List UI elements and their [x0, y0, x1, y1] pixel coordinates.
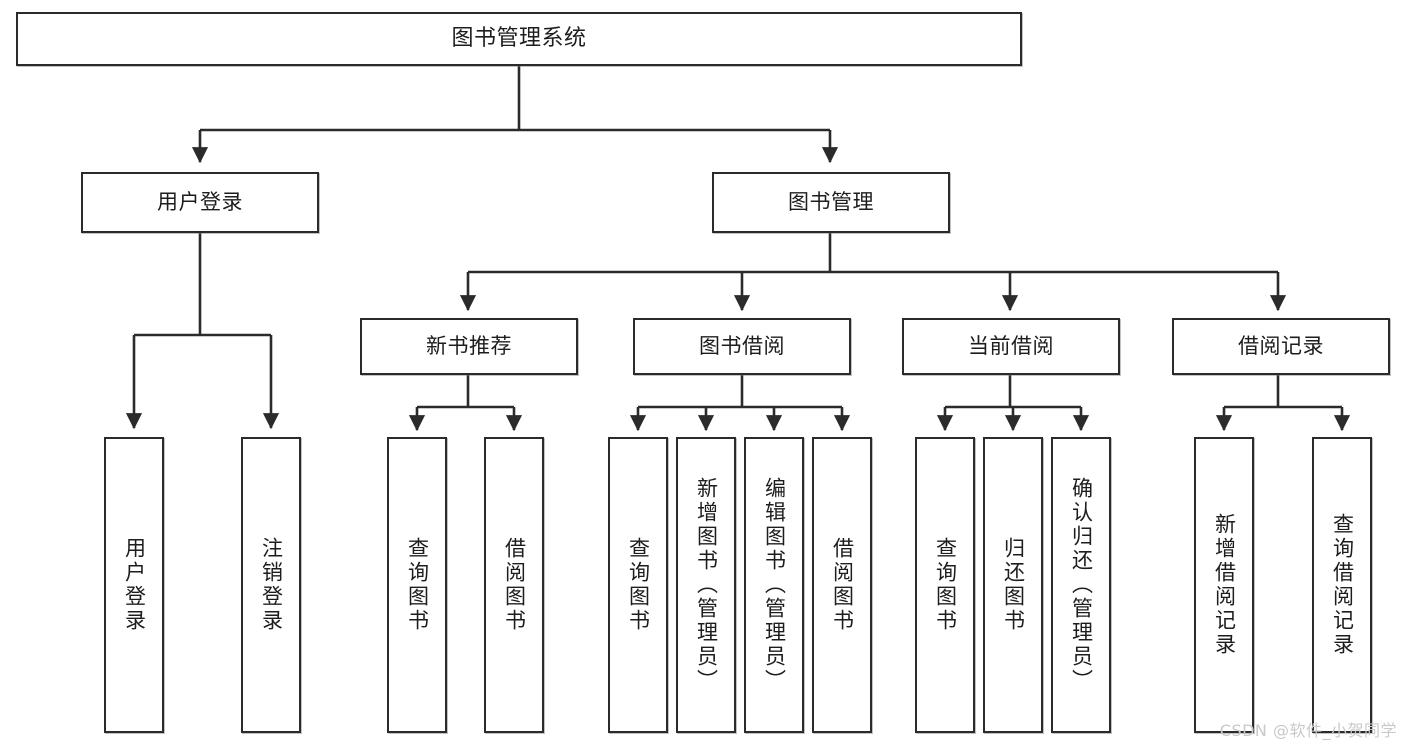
node-root-label: 图书管理系统 — [451, 26, 587, 52]
node-leaf-query-book-rec[interactable]: 查询图书 — [387, 437, 447, 733]
node-leaf-logout-label: 注销登录 — [259, 537, 284, 633]
node-user-login-label: 用户登录 — [157, 190, 243, 215]
node-leaf-borrow-book-rec[interactable]: 借阅图书 — [484, 437, 544, 733]
node-leaf-borrow-book-rec-label: 借阅图书 — [502, 537, 527, 633]
node-leaf-query-record[interactable]: 查询借阅记录 — [1312, 437, 1372, 733]
node-new-book-rec-label: 新书推荐 — [426, 334, 512, 359]
node-leaf-query-record-label: 查询借阅记录 — [1330, 513, 1355, 657]
node-leaf-confirm-return[interactable]: 确认归还（管理员） — [1051, 437, 1111, 733]
node-leaf-return-book[interactable]: 归还图书 — [983, 437, 1043, 733]
node-current-borrow[interactable]: 当前借阅 — [902, 318, 1120, 375]
node-book-borrow-label: 图书借阅 — [699, 334, 785, 359]
node-leaf-add-record-label: 新增借阅记录 — [1212, 513, 1237, 657]
node-current-borrow-label: 当前借阅 — [968, 334, 1054, 359]
node-leaf-confirm-return-label: 确认归还（管理员） — [1069, 477, 1094, 693]
watermark-text: CSDN @软件_小贺同学 — [1219, 721, 1397, 740]
node-leaf-edit-book[interactable]: 编辑图书（管理员） — [744, 437, 804, 733]
node-leaf-add-record[interactable]: 新增借阅记录 — [1194, 437, 1254, 733]
node-leaf-query-book-rec-label: 查询图书 — [405, 537, 430, 633]
node-leaf-query-book-borrow[interactable]: 查询图书 — [608, 437, 668, 733]
node-leaf-user-login-label: 用户登录 — [122, 537, 147, 633]
node-leaf-borrow-book-label: 借阅图书 — [830, 537, 855, 633]
node-leaf-query-book-borrow-label: 查询图书 — [626, 537, 651, 633]
node-leaf-user-login[interactable]: 用户登录 — [104, 437, 164, 733]
node-book-manage[interactable]: 图书管理 — [712, 172, 950, 233]
node-leaf-borrow-book[interactable]: 借阅图书 — [812, 437, 872, 733]
node-leaf-add-book-label: 新增图书（管理员） — [694, 477, 719, 693]
node-user-login[interactable]: 用户登录 — [81, 172, 319, 233]
node-leaf-query-book-cur-label: 查询图书 — [933, 537, 958, 633]
node-leaf-query-book-cur[interactable]: 查询图书 — [915, 437, 975, 733]
node-leaf-add-book[interactable]: 新增图书（管理员） — [676, 437, 736, 733]
node-new-book-rec[interactable]: 新书推荐 — [360, 318, 578, 375]
node-leaf-return-book-label: 归还图书 — [1001, 537, 1026, 633]
node-leaf-edit-book-label: 编辑图书（管理员） — [762, 477, 787, 693]
node-borrow-record[interactable]: 借阅记录 — [1172, 318, 1390, 375]
node-leaf-logout[interactable]: 注销登录 — [241, 437, 301, 733]
node-borrow-record-label: 借阅记录 — [1238, 334, 1324, 359]
node-book-manage-label: 图书管理 — [788, 190, 874, 215]
node-root[interactable]: 图书管理系统 — [16, 12, 1022, 66]
node-book-borrow[interactable]: 图书借阅 — [633, 318, 851, 375]
